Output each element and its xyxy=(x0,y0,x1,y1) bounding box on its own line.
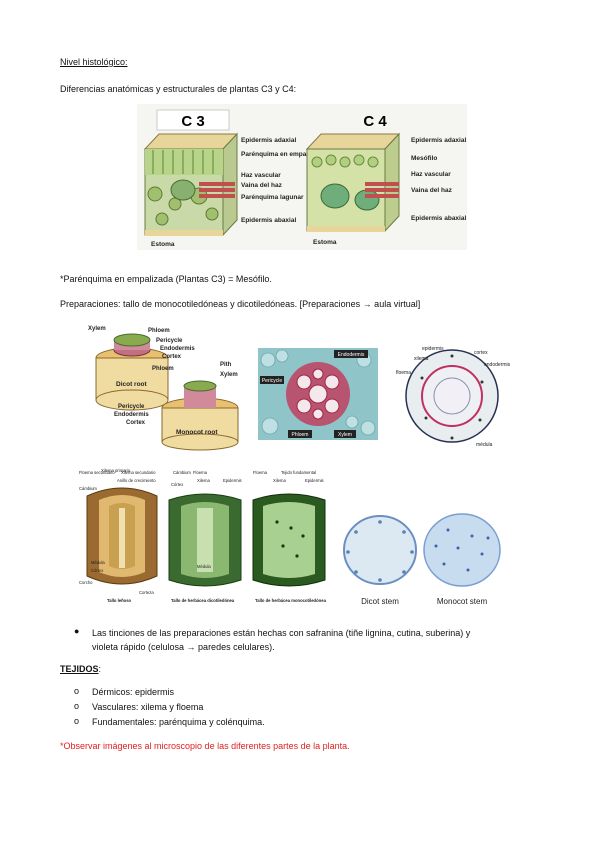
svg-text:Pericycle: Pericycle xyxy=(118,404,145,410)
c4-title: C 4 xyxy=(363,113,387,130)
svg-text:Floema: Floema xyxy=(253,470,268,475)
dicot-stem-label: Dicot stem xyxy=(361,597,399,606)
svg-text:Endodermis: Endodermis xyxy=(160,346,195,352)
svg-text:Vaina del haz: Vaina del haz xyxy=(411,187,453,194)
svg-text:Tejido fundamental: Tejido fundamental xyxy=(281,470,316,475)
svg-text:Cámbium: Cámbium xyxy=(173,470,191,475)
dicot-root-name: Dicot root xyxy=(116,381,148,388)
svg-text:Epidermis abaxial: Epidermis abaxial xyxy=(411,215,466,222)
observar-note: *Observar imágenes al microscopio de las… xyxy=(60,741,350,751)
c3-title: C 3 xyxy=(181,113,204,130)
svg-text:endodermis: endodermis xyxy=(484,362,511,368)
svg-text:xilema: xilema xyxy=(414,356,429,362)
svg-text:Pith: Pith xyxy=(220,362,232,368)
svg-text:Pericycle: Pericycle xyxy=(156,338,183,344)
svg-text:Epidermis: Epidermis xyxy=(223,478,242,483)
svg-text:Parénquima lagunar: Parénquima lagunar xyxy=(241,194,304,201)
bullet-dot: ● xyxy=(74,626,80,636)
svg-text:Xylem: Xylem xyxy=(220,372,238,378)
svg-text:Endodermis: Endodermis xyxy=(338,352,365,358)
mesofilo-note: *Parénquima en empalizada (Plantas C3) =… xyxy=(60,274,272,284)
root-micrograph-2: epidermis cortex xilema floema endodermi… xyxy=(392,338,512,450)
tejido-vasculares: Vasculares: xilema y floema xyxy=(92,702,204,712)
svg-text:Epidermis abaxial: Epidermis abaxial xyxy=(241,217,296,224)
svg-text:epidermis: epidermis xyxy=(422,346,444,352)
monocot-stem-label: Monocot stem xyxy=(437,597,488,606)
svg-text:Xilema: Xilema xyxy=(273,478,286,483)
section-heading: Nivel histológico: xyxy=(60,57,128,67)
svg-text:cortex: cortex xyxy=(474,350,488,356)
tinciones-line-1: Las tinciones de las preparaciones están… xyxy=(92,628,471,638)
svg-text:Floema: Floema xyxy=(193,470,208,475)
root-micrograph-1: Endodermis Pericycle Phloem Xylem xyxy=(258,348,378,440)
tejido-bullet-1: o xyxy=(74,686,80,696)
svg-text:Cortex: Cortex xyxy=(162,354,182,360)
svg-text:Cortex: Cortex xyxy=(126,420,146,426)
svg-text:Tallo leñoso: Tallo leñoso xyxy=(107,598,132,603)
svg-text:Pericycle: Pericycle xyxy=(262,378,283,384)
monocot-root-name: Monocot root xyxy=(176,429,218,436)
svg-text:Xylem: Xylem xyxy=(88,326,106,332)
svg-text:Phloem: Phloem xyxy=(148,328,170,334)
svg-text:Anillo de crecimiento: Anillo de crecimiento xyxy=(117,478,156,483)
preparaciones-line: Preparaciones: tallo de monocotiledóneas… xyxy=(60,299,421,309)
svg-text:Parénquima en empalizada: Parénquima en empalizada xyxy=(241,151,325,158)
svg-text:Phloem: Phloem xyxy=(292,432,309,438)
c3-c4-subheading: Diferencias anatómicas y estructurales d… xyxy=(60,84,297,94)
svg-text:Haz vascular: Haz vascular xyxy=(411,171,451,178)
svg-text:Xilema primario: Xilema primario xyxy=(101,468,131,473)
svg-text:Tallo de herbácea dicotiledóne: Tallo de herbácea dicotiledónea xyxy=(171,598,235,603)
stem-diagram-figure: Floema secundario Xilema primario Xilema… xyxy=(79,468,327,603)
tinciones-line-2: violeta rápido (celulosa → paredes celul… xyxy=(92,642,275,652)
stem-micrograph: Dicot stem Monocot stem xyxy=(340,508,504,608)
svg-text:Endodermis: Endodermis xyxy=(114,412,149,418)
svg-text:Cámbium: Cámbium xyxy=(79,486,97,491)
svg-text:Estoma: Estoma xyxy=(151,241,175,248)
svg-text:Epidermis adaxial: Epidermis adaxial xyxy=(411,137,466,144)
svg-text:Médula: Médula xyxy=(91,560,105,565)
svg-text:Floema secundario: Floema secundario xyxy=(79,470,115,475)
svg-text:Estoma: Estoma xyxy=(313,239,337,246)
svg-text:Xylem: Xylem xyxy=(338,432,352,438)
svg-text:Vaina del haz: Vaina del haz xyxy=(241,182,283,189)
svg-text:médula: médula xyxy=(476,442,493,448)
tejido-fundamentales: Fundamentales: parénquima y colénquima. xyxy=(92,717,265,727)
svg-text:Xilema: Xilema xyxy=(197,478,210,483)
tejido-bullet-3: o xyxy=(74,716,80,726)
svg-text:Córtex: Córtex xyxy=(91,568,104,573)
svg-text:Corcho: Corcho xyxy=(79,580,93,585)
tejido-dermicos: Dérmicos: epidermis xyxy=(92,687,175,697)
svg-text:Mesófilo: Mesófilo xyxy=(411,155,437,162)
svg-text:Epidermis: Epidermis xyxy=(305,478,324,483)
c3-c4-leaf-figure: C 3 Epidermis adaxial Parénquima en empa… xyxy=(137,104,467,250)
svg-text:floema: floema xyxy=(396,370,411,376)
root-diagram-figure: Dicot root Xylem Phloem Pericycle Endode… xyxy=(88,326,239,451)
svg-text:Epidermis adaxial: Epidermis adaxial xyxy=(241,137,296,144)
tejido-bullet-2: o xyxy=(74,701,80,711)
svg-text:Corteza: Corteza xyxy=(139,590,154,595)
svg-text:Phloem: Phloem xyxy=(152,366,174,372)
svg-text:Haz vascular: Haz vascular xyxy=(241,172,281,179)
svg-text:Tallo de herbácea monocotiledó: Tallo de herbácea monocotiledónea xyxy=(255,598,327,603)
svg-text:Médula: Médula xyxy=(197,564,211,569)
svg-text:Xilema secundario: Xilema secundario xyxy=(121,470,156,475)
svg-text:Córtex: Córtex xyxy=(171,482,184,487)
tejidos-heading: TEJIDOS: xyxy=(60,664,102,674)
